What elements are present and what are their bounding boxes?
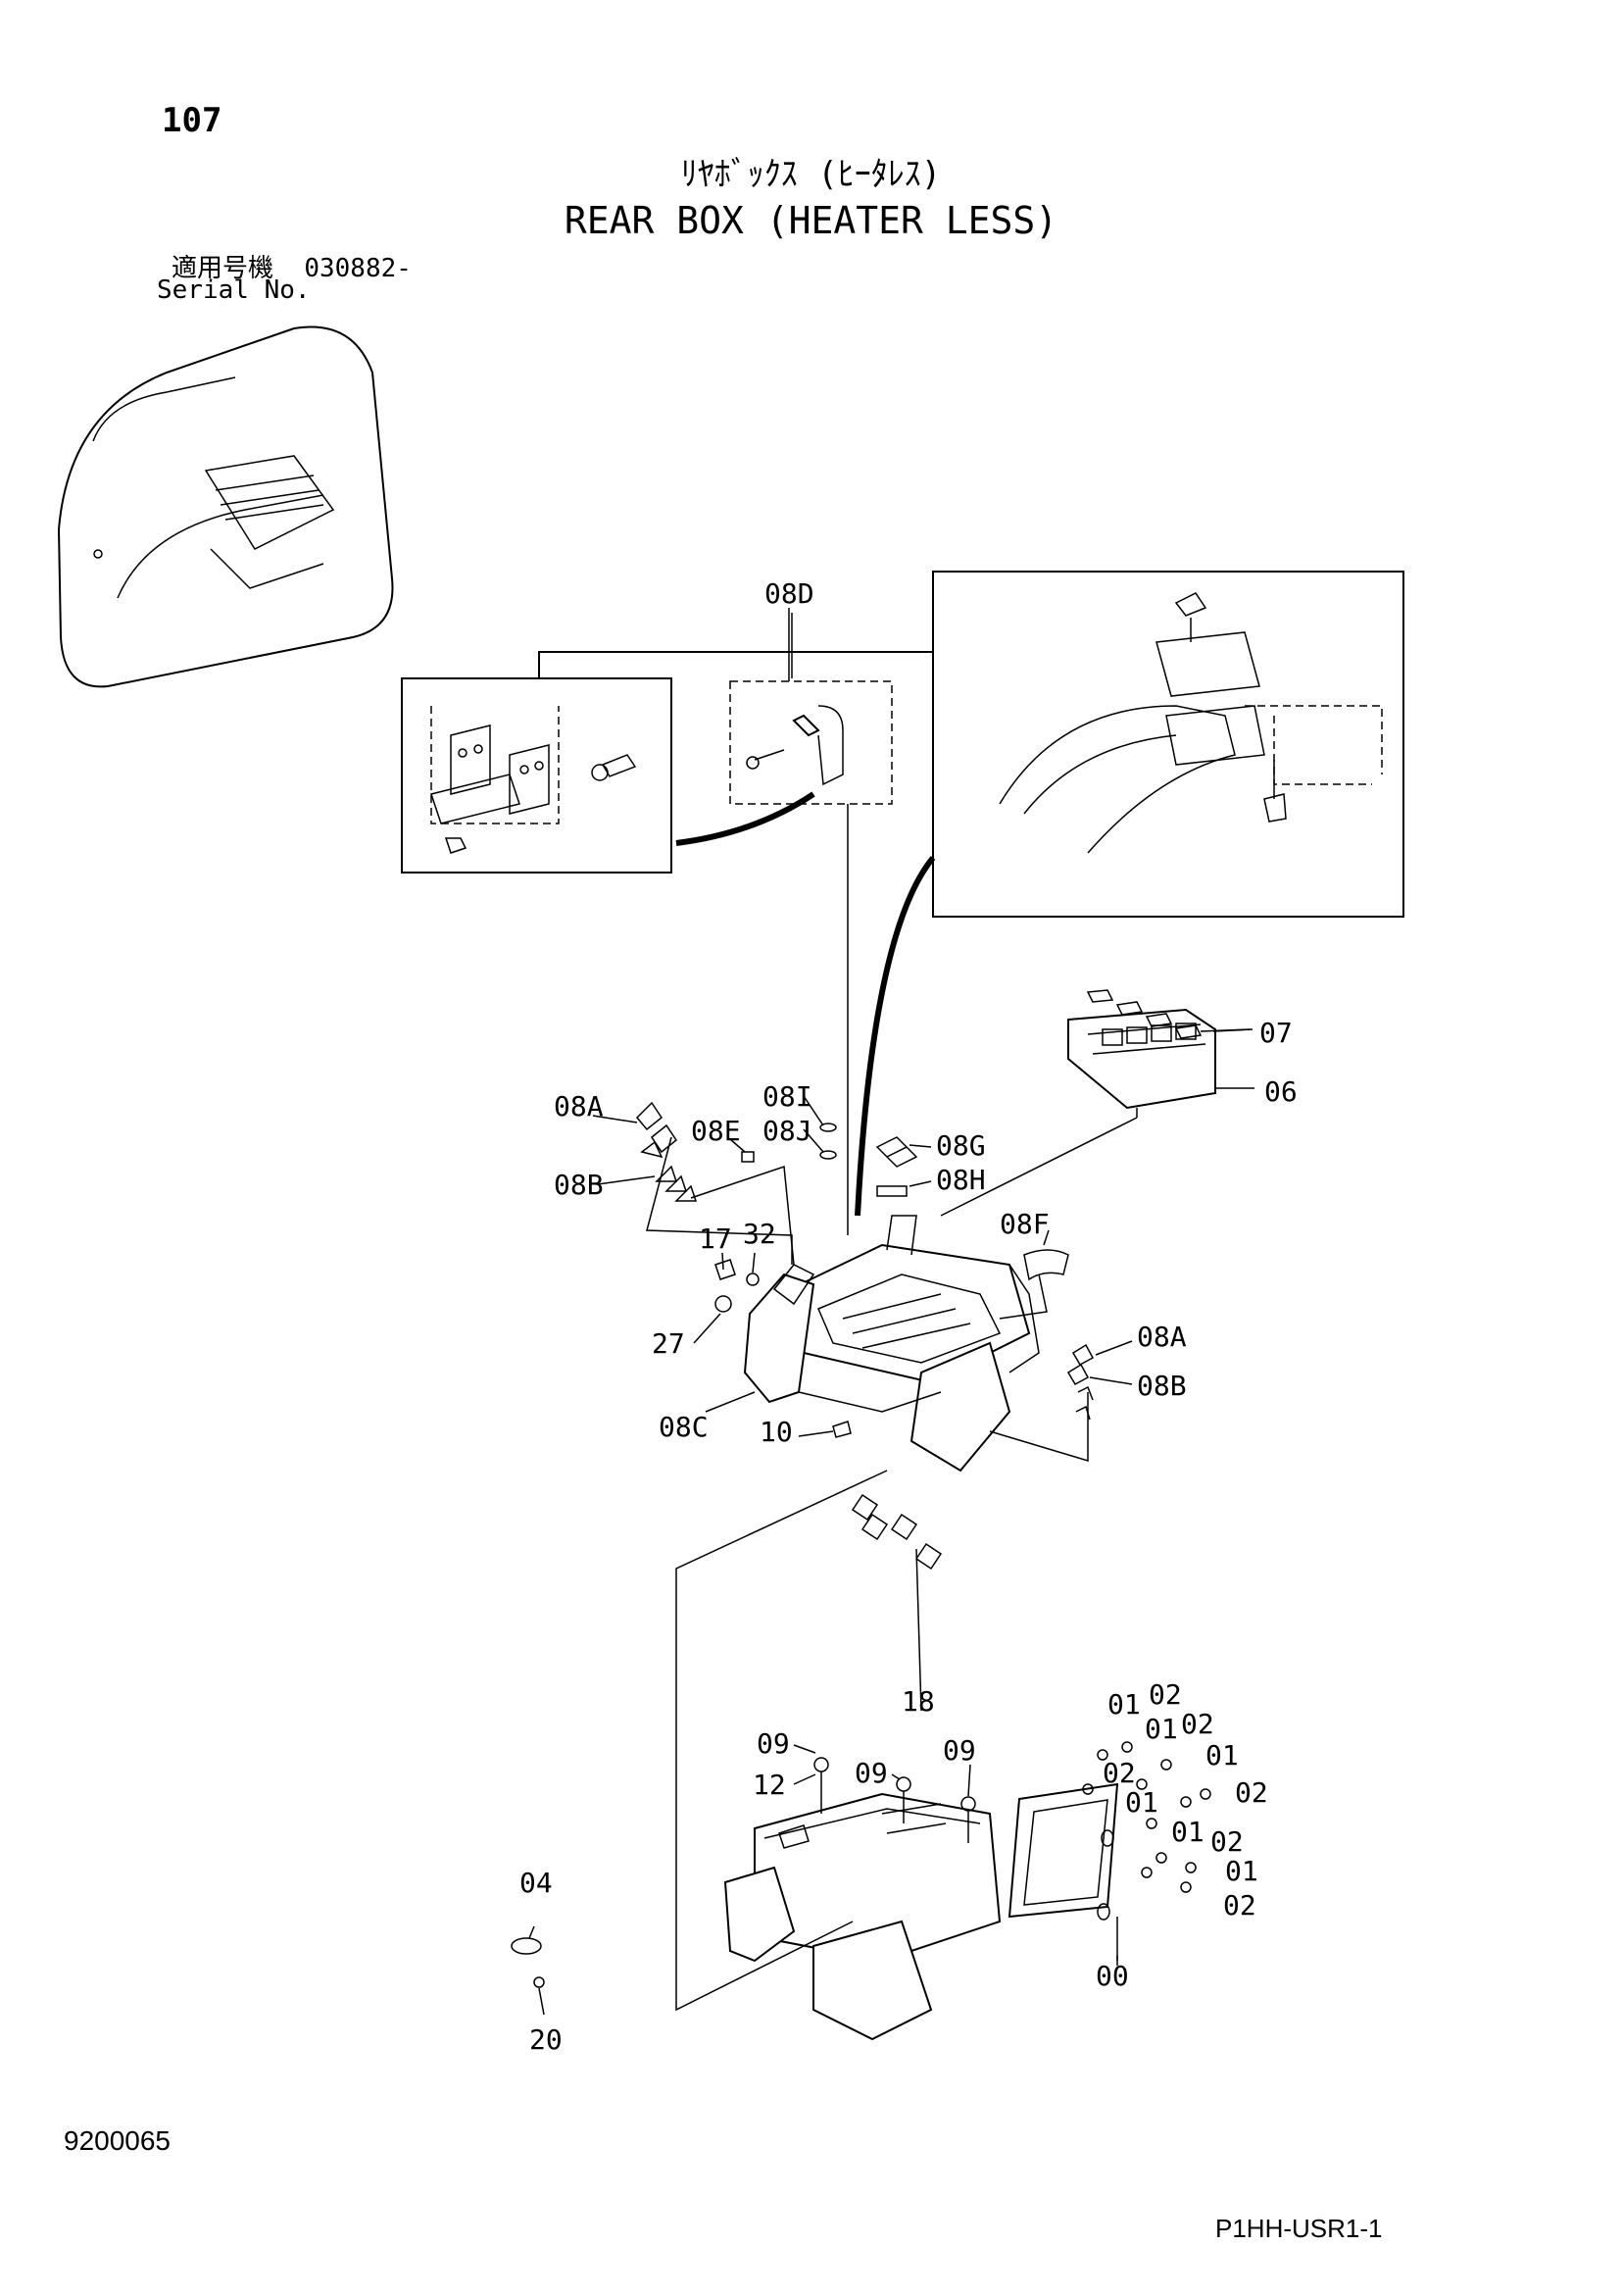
callout-01-a: 01	[1107, 1688, 1141, 1721]
serial-label-en: Serial No.	[157, 275, 311, 305]
callout-08I: 08I	[762, 1080, 812, 1113]
callout-27: 27	[652, 1327, 685, 1360]
title-japanese: ﾘﾔﾎﾞｯｸｽ (ﾋｰﾀﾚｽ)	[680, 155, 942, 194]
callout-08D: 08D	[764, 577, 814, 610]
callout-09-b: 09	[855, 1757, 888, 1789]
callout-08A-right: 08A	[1137, 1321, 1187, 1353]
drawing-code: 9200065	[64, 2125, 172, 2156]
callout-01-e: 01	[1171, 1816, 1204, 1848]
callout-07: 07	[1259, 1017, 1293, 1049]
callout-08B-left: 08B	[554, 1169, 604, 1201]
callout-08H: 08H	[936, 1164, 986, 1196]
bracket-detail-08D	[729, 608, 893, 805]
callout-labels: 08D 07 06 08A 08B 08E 08I 08J 08G 08H 08…	[519, 577, 1298, 2056]
inset-left-detail	[401, 677, 672, 873]
bolt-washer-set	[1082, 1741, 1211, 1893]
callout-08C: 08C	[659, 1411, 709, 1443]
callout-20: 20	[529, 2023, 563, 2056]
callout-01-f: 01	[1225, 1855, 1258, 1887]
leader-lines	[592, 613, 1253, 1966]
callout-08G: 08G	[936, 1129, 986, 1162]
callout-32: 32	[743, 1218, 776, 1250]
callout-02-f: 02	[1223, 1889, 1256, 1922]
title-english: REAR BOX (HEATER LESS)	[564, 199, 1058, 242]
callout-01-c: 01	[1205, 1739, 1239, 1772]
callout-02-a: 02	[1149, 1678, 1182, 1711]
callout-08A-left: 08A	[554, 1090, 604, 1123]
callout-12: 12	[753, 1769, 786, 1801]
grommet-04-plug-20	[511, 1925, 545, 2016]
callout-02-e: 02	[1210, 1825, 1244, 1858]
rear-box-fasteners	[635, 1101, 1095, 1463]
serial-value: 030882-	[304, 254, 412, 283]
serial-row: 適用号機 030882-	[172, 248, 412, 284]
callout-00: 00	[1096, 1960, 1129, 1992]
callout-02-d: 02	[1235, 1776, 1268, 1809]
callout-09-a: 09	[757, 1727, 790, 1760]
switch-panel-06-07	[940, 989, 1254, 1217]
callout-08B-right: 08B	[1137, 1370, 1187, 1402]
callout-08E: 08E	[691, 1115, 741, 1147]
callout-01-b: 01	[1145, 1713, 1178, 1745]
lower-frame-assembly	[675, 1470, 1002, 2041]
callout-17: 17	[699, 1223, 732, 1255]
serial-label-jp: 適用号機	[172, 254, 274, 283]
rear-box-main	[743, 1215, 1040, 1472]
cover-plate-00	[1008, 1782, 1119, 1961]
callout-09-c: 09	[943, 1734, 976, 1767]
callout-18: 18	[902, 1685, 935, 1718]
callout-06: 06	[1264, 1075, 1298, 1108]
callout-08F: 08F	[1000, 1208, 1050, 1240]
page-code: P1HH-USR1-1	[1215, 2214, 1383, 2243]
callout-10: 10	[760, 1416, 793, 1448]
callout-08J: 08J	[762, 1115, 812, 1147]
cab-overview-drawing	[57, 325, 394, 688]
page-number: 107	[162, 101, 222, 140]
callout-01-d: 01	[1125, 1786, 1158, 1819]
inset-right-detail	[932, 571, 1404, 918]
callout-02-b: 02	[1181, 1708, 1214, 1740]
callout-04: 04	[519, 1867, 553, 1899]
callout-02-c: 02	[1103, 1757, 1136, 1789]
